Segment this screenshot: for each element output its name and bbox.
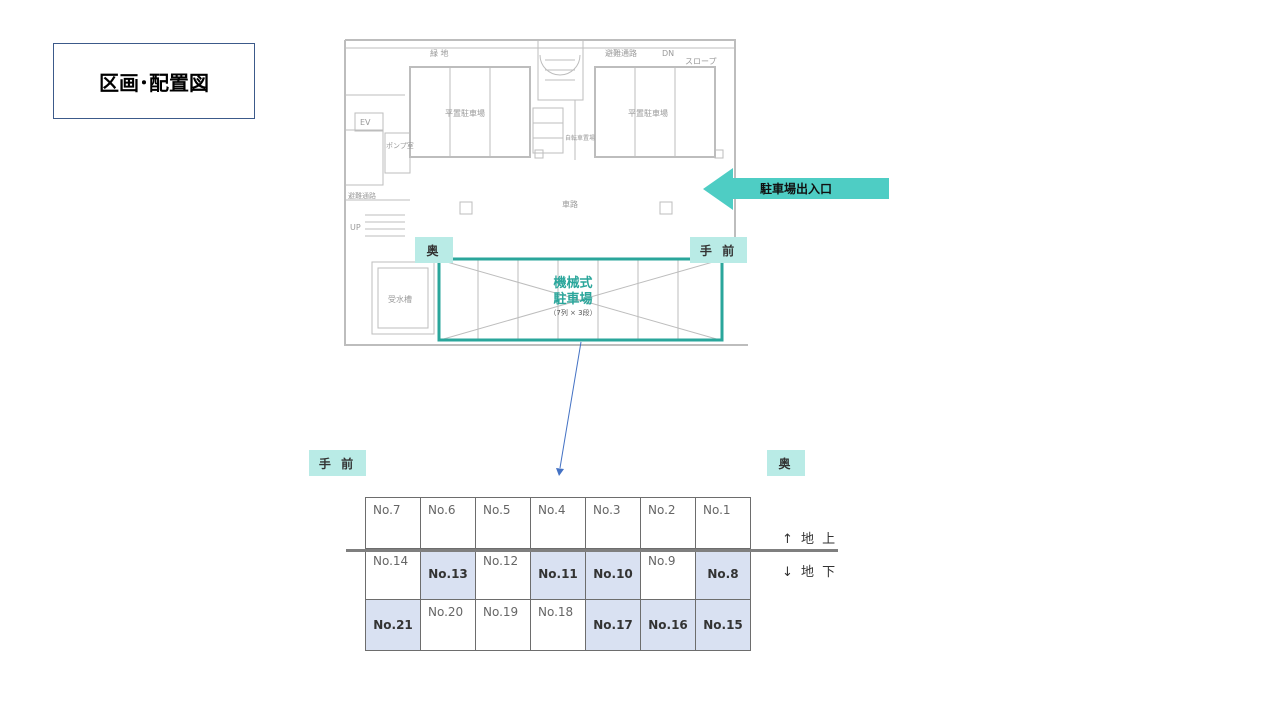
parking-space-label: No.8	[707, 567, 739, 581]
parking-space-label: No.4	[538, 503, 566, 517]
parking-space-cell: No.1	[695, 497, 751, 549]
parking-space-cell: No.7	[365, 497, 421, 549]
mech-parking-title-2: 駐車場	[553, 292, 593, 307]
parking-space-label: No.18	[538, 605, 574, 619]
plan-label-flat-right: 平置駐車場	[628, 108, 668, 118]
plan-label-greenery: 緑 地	[430, 48, 449, 58]
plan-label-slope: スロープ	[685, 57, 717, 66]
parking-space-label: No.15	[703, 618, 743, 632]
plan-front-tag: 手 前	[690, 237, 747, 263]
parking-space-label: No.5	[483, 503, 511, 517]
parking-space-cell: No.4	[530, 497, 586, 549]
entrance-arrow-icon	[703, 168, 889, 210]
parking-space-cell: No.3	[585, 497, 641, 549]
plan-back-tag: 奥	[415, 237, 453, 263]
parking-space-label: No.1	[703, 503, 731, 517]
parking-space-cell: No.19	[475, 599, 531, 651]
parking-space-label: No.11	[538, 567, 578, 581]
parking-space-label: No.13	[428, 567, 468, 581]
parking-space-label: No.12	[483, 554, 519, 568]
parking-space-cell: No.12	[475, 548, 531, 600]
grid-row: No.7 No.6 No.5 No.4 No.3 No.2 No.1	[365, 497, 751, 549]
parking-space-cell: No.18	[530, 599, 586, 651]
plan-label-tank: 受水槽	[388, 294, 412, 304]
parking-space-label: No.17	[593, 618, 633, 632]
parking-space-label: No.21	[373, 618, 413, 632]
parking-space-label: No.16	[648, 618, 688, 632]
plan-label-evac-top: 避難通路	[605, 48, 637, 58]
mech-parking-sub: （7列 × 3段）	[549, 309, 597, 317]
plan-label-ev: EV	[360, 118, 371, 127]
parking-space-cell: No.6	[420, 497, 476, 549]
parking-space-label: No.10	[593, 567, 633, 581]
parking-space-cell: No.15	[695, 599, 751, 651]
plan-label-dn: DN	[662, 49, 674, 58]
parking-space-cell: No.21	[365, 599, 421, 651]
parking-space-label: No.6	[428, 503, 456, 517]
parking-space-label: No.19	[483, 605, 519, 619]
plan-label-pump: ポンプ室	[386, 141, 414, 150]
mech-parking-title-1: 機械式	[553, 276, 593, 291]
page-title: 区画･配置図	[53, 43, 255, 119]
parking-space-label: No.7	[373, 503, 401, 517]
mech-parking-outline	[437, 257, 724, 342]
plan-label-bicycle: 自転車置場	[565, 134, 595, 142]
mech-parking-label: 機械式 駐車場 （7列 × 3段）	[520, 276, 626, 318]
entrance-label: 駐車場出入口	[760, 182, 833, 196]
parking-space-cell: No.5	[475, 497, 531, 549]
connector-line	[559, 341, 582, 469]
grid-front-tag: 手 前	[309, 450, 366, 476]
parking-space-cell: No.20	[420, 599, 476, 651]
parking-space-cell: No.9	[640, 548, 696, 600]
plan-label-evac-left: 避難通路	[348, 191, 376, 200]
parking-space-cell: No.2	[640, 497, 696, 549]
plan-label-flat-left: 平置駐車場	[445, 108, 485, 118]
grid-back-tag: 奥	[767, 450, 805, 476]
parking-space-cell: No.17	[585, 599, 641, 651]
above-ground-label: ↑ 地 上	[782, 532, 838, 547]
below-ground-label: ↓ 地 下	[782, 565, 838, 580]
plan-label-driveway: 車路	[562, 199, 578, 209]
ground-level-divider	[346, 549, 838, 552]
parking-space-cell: No.14	[365, 548, 421, 600]
parking-space-cell: No.10	[585, 548, 641, 600]
parking-space-label: No.14	[373, 554, 409, 568]
parking-space-label: No.3	[593, 503, 621, 517]
parking-space-label: No.20	[428, 605, 464, 619]
parking-space-cell: No.13	[420, 548, 476, 600]
connector-arrowhead-icon	[556, 468, 564, 476]
plan-label-up: UP	[350, 223, 361, 232]
parking-space-label: No.2	[648, 503, 676, 517]
parking-space-cell: No.8	[695, 548, 751, 600]
parking-space-label: No.9	[648, 554, 676, 568]
parking-space-cell: No.16	[640, 599, 696, 651]
parking-space-cell: No.11	[530, 548, 586, 600]
